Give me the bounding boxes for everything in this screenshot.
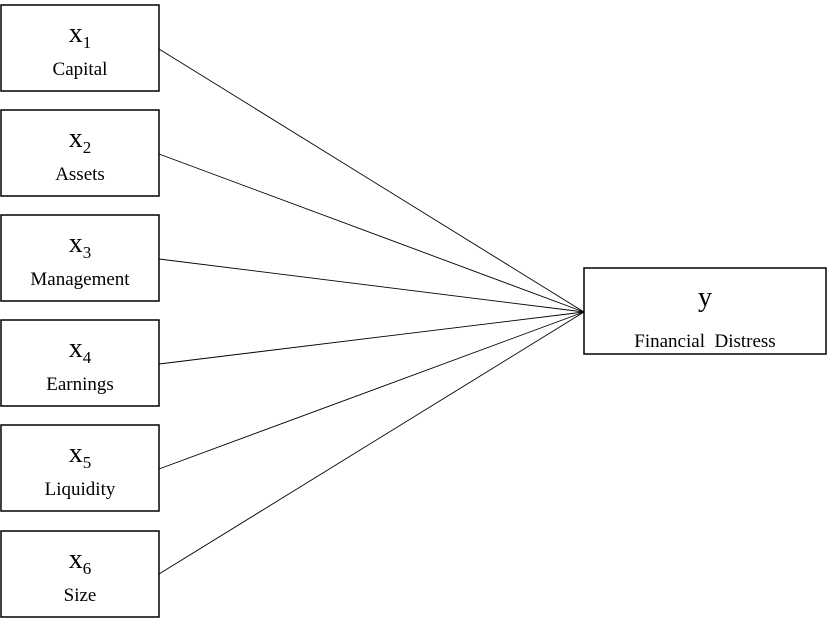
variable-subscript: 3 — [83, 243, 92, 262]
input-node-x6: x6 Size — [0, 530, 160, 618]
input-variable: x2 — [69, 123, 92, 157]
variable-subscript: 5 — [83, 453, 92, 472]
input-label: Liquidity — [45, 479, 116, 500]
input-node-x5: x5 Liquidity — [0, 424, 160, 512]
output-label: Financial Distress — [634, 331, 775, 352]
variable-subscript: 1 — [83, 33, 92, 52]
input-box — [0, 319, 160, 407]
input-label: Earnings — [46, 374, 114, 395]
input-label: Capital — [53, 59, 108, 80]
input-variable: x4 — [69, 333, 92, 367]
input-node-x2: x2 Assets — [0, 109, 160, 197]
variable-subscript: 6 — [83, 559, 92, 578]
input-label: Management — [30, 269, 130, 290]
connector-lines — [158, 48, 585, 575]
edge-x2-to-y — [158, 153, 585, 313]
input-variable: x3 — [69, 228, 92, 262]
input-variable: x5 — [69, 438, 92, 472]
input-box — [0, 109, 160, 197]
output-variable: y — [698, 282, 712, 313]
input-node-x3: x3 Management — [0, 214, 160, 302]
variable-symbol: x — [69, 228, 83, 259]
input-box — [0, 214, 160, 302]
input-box — [0, 4, 160, 92]
input-box — [0, 424, 160, 512]
input-label: Assets — [55, 164, 105, 185]
output-node-y: y Financial Distress — [583, 267, 827, 355]
edge-x4-to-y — [158, 311, 585, 365]
input-variable: x6 — [69, 544, 92, 578]
variable-symbol: x — [69, 544, 83, 575]
input-label: Size — [64, 585, 97, 606]
variable-symbol: x — [69, 333, 83, 364]
output-box — [583, 267, 827, 355]
input-box — [0, 530, 160, 618]
edge-x3-to-y — [158, 258, 585, 313]
input-variable: x1 — [69, 18, 92, 52]
variable-symbol: x — [69, 438, 83, 469]
input-node-x1: x1 Capital — [0, 4, 160, 92]
edge-x1-to-y — [158, 48, 585, 313]
edge-x5-to-y — [158, 311, 585, 470]
input-node-x4: x4 Earnings — [0, 319, 160, 407]
variable-subscript: 4 — [83, 348, 92, 367]
variable-symbol: x — [69, 123, 83, 154]
variable-subscript: 2 — [83, 138, 92, 157]
variable-symbol: x — [69, 18, 83, 49]
edge-x6-to-y — [158, 311, 585, 575]
